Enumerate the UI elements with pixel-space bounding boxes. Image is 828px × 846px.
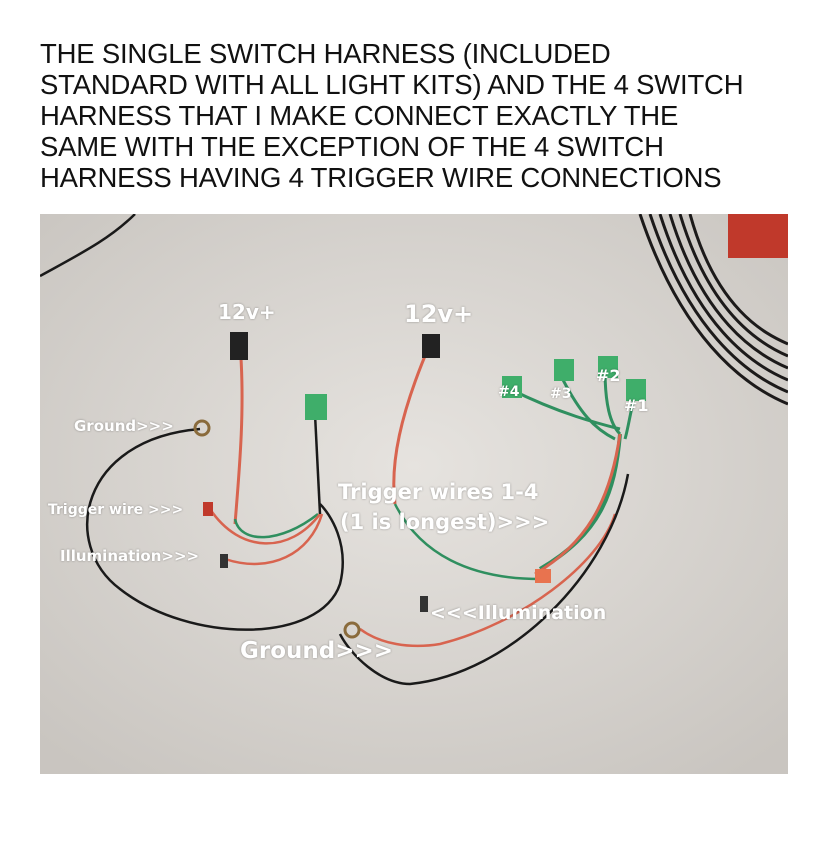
label-trigger-wire: Trigger wire >>> <box>48 502 184 518</box>
label-12v-right: 12v+ <box>404 300 474 328</box>
red-box <box>728 214 788 258</box>
harness-photo: 12v+ 12v+ Ground>>> Trigger wire >>> Ill… <box>40 214 788 774</box>
caption-line-1: THE SINGLE SWITCH HARNESS (INCLUDED <box>40 38 611 69</box>
photo-illustration <box>40 214 788 774</box>
coiled-wire-bundle <box>638 214 788 406</box>
four-switch-harness <box>338 334 646 686</box>
carpet-background <box>40 214 788 774</box>
label-num-4: #4 <box>498 384 520 400</box>
caption-line-2: STANDARD WITH ALL LIGHT KITS) AND THE 4 … <box>40 69 744 100</box>
label-illumination-right: <<<Illumination <box>430 602 607 624</box>
label-num-3: #3 <box>550 386 572 402</box>
caption-text: THE SINGLE SWITCH HARNESS (INCLUDED STAN… <box>40 38 800 193</box>
label-ground-left: Ground>>> <box>74 417 174 435</box>
label-illumination-left: Illumination>>> <box>60 547 200 565</box>
caption-line-4: SAME WITH THE EXCEPTION OF THE 4 SWITCH <box>40 131 664 162</box>
caption-line-3: HARNESS THAT I MAKE CONNECT EXACTLY THE <box>40 100 679 131</box>
label-num-2: #2 <box>596 366 621 385</box>
caption-line-5: HARNESS HAVING 4 TRIGGER WIRE CONNECTION… <box>40 162 722 193</box>
single-switch-harness <box>86 332 344 631</box>
label-trigger-wires-line1: Trigger wires 1-4 <box>338 480 539 504</box>
label-num-1: #1 <box>624 396 649 415</box>
label-12v-left: 12v+ <box>218 300 276 324</box>
label-trigger-wires-line2: (1 is longest)>>> <box>340 510 550 534</box>
cable-top-left <box>40 214 136 278</box>
label-ground-bottom: Ground>>> <box>240 638 394 664</box>
